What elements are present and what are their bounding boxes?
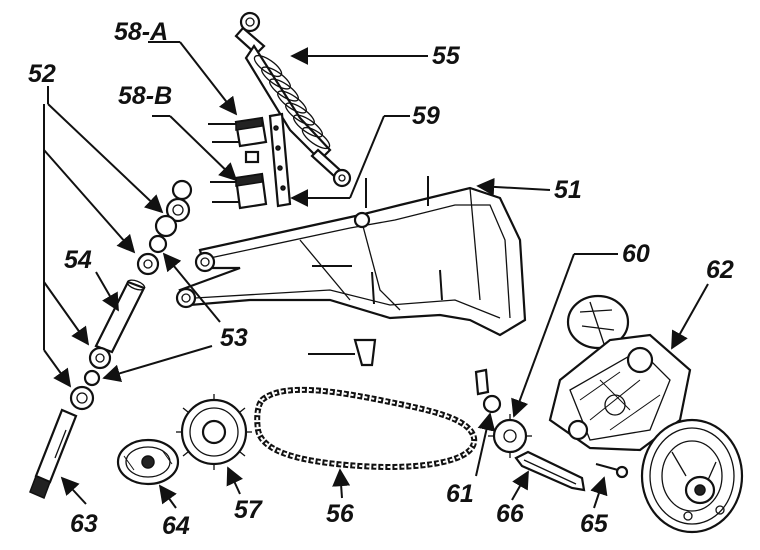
callout-55: 55 [432,42,461,70]
callout-60: 60 [622,240,650,268]
shock-absorber [234,11,352,188]
bearing-stack-upper [136,179,193,276]
rear-axle [29,408,78,499]
spacer-tube [94,279,146,354]
callout-62: 62 [706,256,734,284]
drive-sprocket [474,368,532,458]
leader-lines [43,41,709,509]
mounting-bracket-lower [210,150,268,210]
callout-64: 64 [162,512,190,540]
mounting-plate [268,112,292,208]
chain-guard-bracket [514,450,586,492]
callout-51: 51 [554,176,582,204]
hub-disc [116,438,180,486]
rear-sprocket [176,394,252,470]
engine-assembly [548,294,692,452]
callout-54: 54 [64,246,92,274]
callout-63: 63 [70,510,98,538]
callout-65: 65 [580,510,609,538]
callout-53: 53 [220,324,248,352]
brake-drum-wheel [640,418,744,534]
drive-chain [254,386,478,470]
mounting-bracket-upper [208,116,268,148]
adjuster-bolt [595,463,629,479]
callout-56: 56 [326,500,355,528]
callout-58b: 58-B [118,82,172,110]
callout-61: 61 [446,480,474,508]
callout-57: 57 [234,496,263,524]
callout-66: 66 [496,500,525,528]
bearing-stack-lower [69,346,112,411]
callout-58a: 58-A [114,18,168,46]
callout-59: 59 [412,102,440,130]
callout-52: 52 [28,60,56,88]
